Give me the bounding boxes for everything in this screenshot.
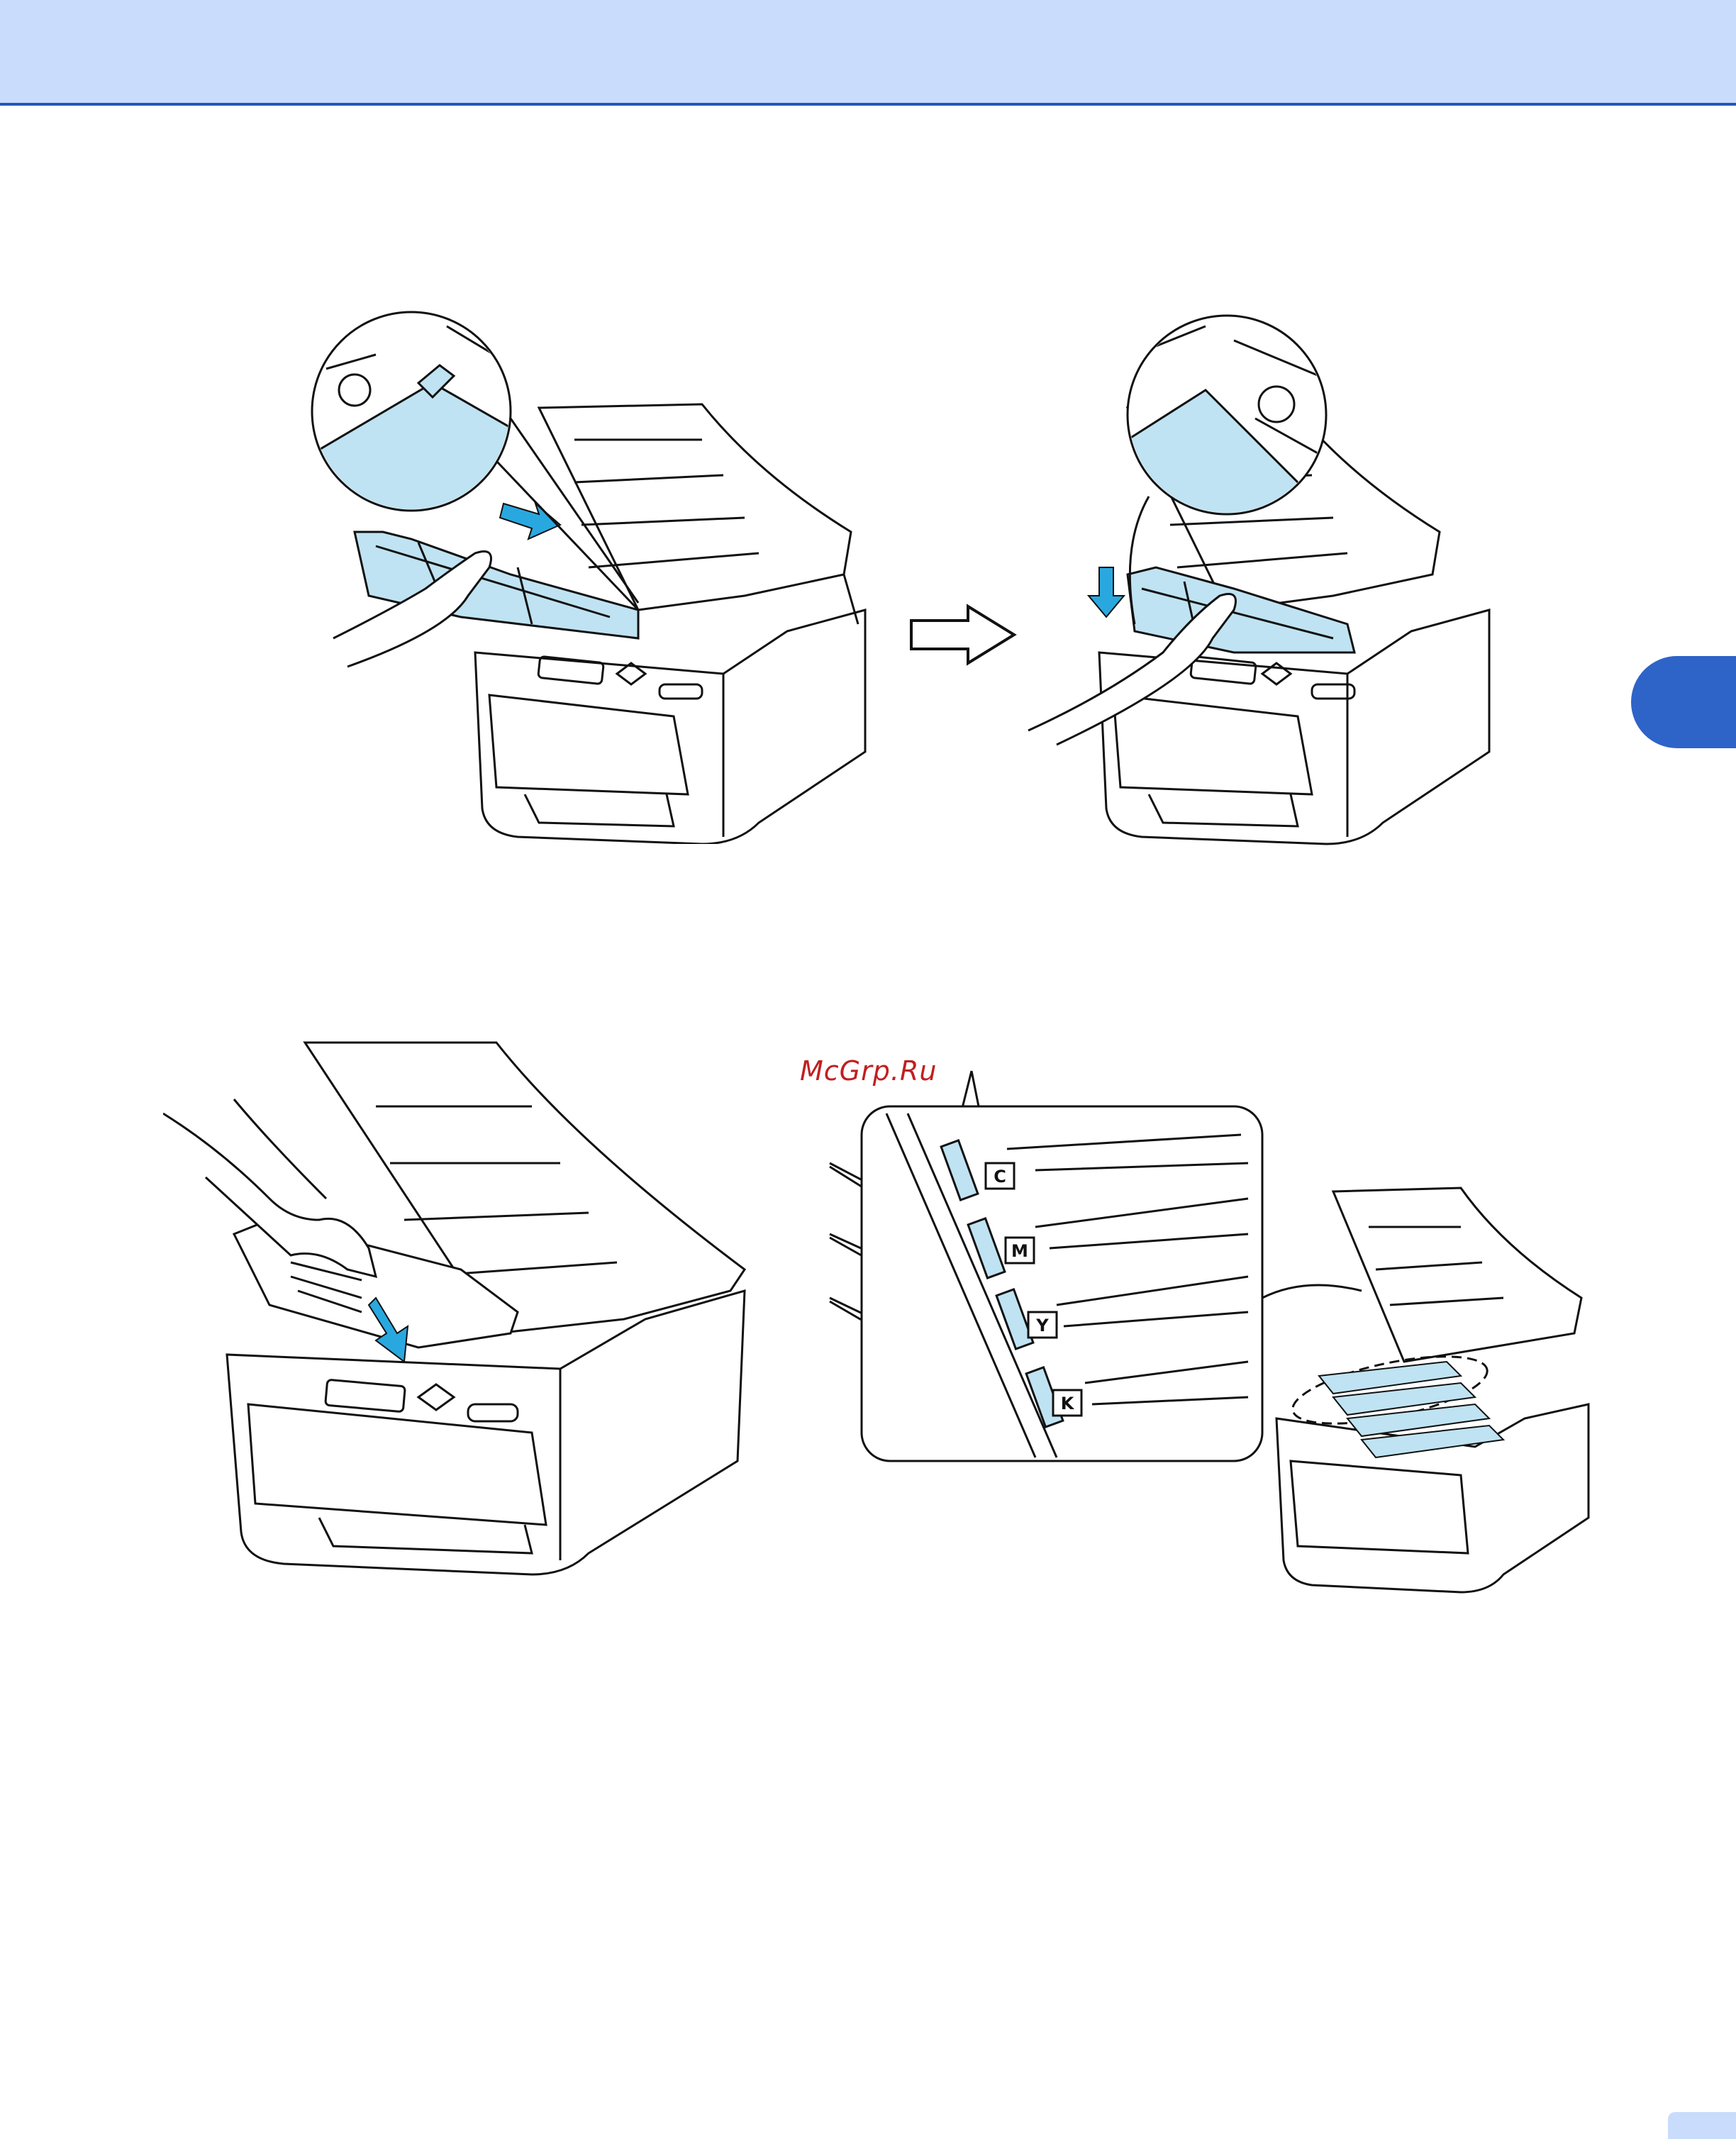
illustration-insert-from-top <box>163 1035 773 1596</box>
slot-letter-m: M <box>1011 1241 1028 1261</box>
slot-letter-k: K <box>1061 1394 1075 1413</box>
blue-arrow <box>500 504 560 539</box>
step-arrow <box>908 603 1021 667</box>
printer-open-illustration <box>1021 312 1631 851</box>
illustration-color-slots: C M Y K <box>823 1064 1603 1603</box>
illustration-insert-drum-unit <box>305 298 872 844</box>
printer-open-illustration <box>163 1035 773 1596</box>
color-slots-callout: C M Y K <box>823 1064 1603 1603</box>
slot-letter-y: Y <box>1035 1316 1049 1335</box>
illustration-push-drum-unit <box>1021 312 1631 851</box>
slot-letter-c: C <box>994 1167 1006 1187</box>
header-band <box>0 0 1736 106</box>
blue-arrow <box>1089 567 1124 617</box>
page-number-tab <box>1668 2112 1736 2139</box>
outline-right-arrow-icon <box>908 603 1021 667</box>
printer-open-illustration <box>305 298 872 844</box>
chapter-tab <box>1631 656 1736 748</box>
